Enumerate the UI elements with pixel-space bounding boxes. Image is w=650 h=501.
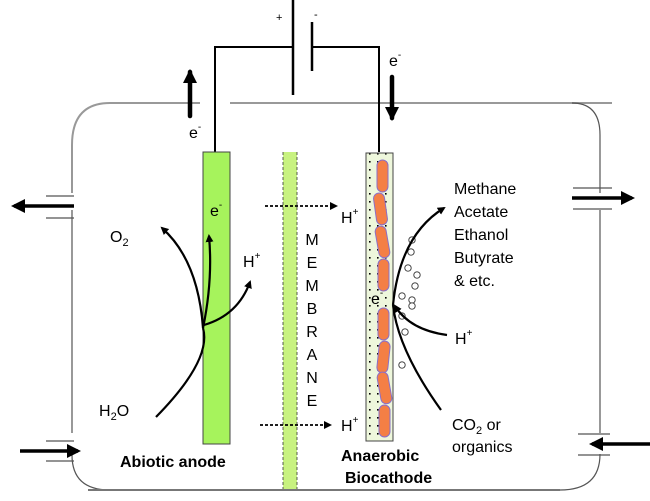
cathode-label-line1: Anaerobic (341, 448, 419, 465)
abiotic-anode (202, 151, 231, 445)
membrane-label: M E M B R A N E (305, 232, 318, 410)
anode-label: Abiotic anode (120, 454, 226, 471)
microbe-cell (376, 159, 389, 193)
substrate-label: CO2 or (452, 417, 501, 437)
electron-label-cathode-wire: e- (389, 50, 401, 70)
cathode-proton-arrow (393, 304, 448, 337)
proton-label-bottom: H+ (341, 415, 359, 435)
svg-text:E: E (307, 393, 318, 410)
product-list: Methane Acetate Ethanol Butyrate & etc. (454, 181, 516, 290)
inlet-port-right (578, 433, 650, 456)
svg-text:E: E (307, 255, 318, 272)
svg-text:M: M (305, 232, 318, 249)
battery-plus-sign: + (276, 12, 282, 24)
cathode-electron-label: e- (371, 288, 383, 308)
anode-proton-arrow (203, 280, 252, 327)
oxygen-arrow (160, 226, 205, 329)
electron-label-anode-wire: e- (189, 122, 201, 142)
svg-text:R: R (306, 324, 318, 341)
microbe-cell (373, 192, 388, 226)
product-ethanol: Ethanol (454, 227, 508, 244)
proton-label-top: H+ (341, 207, 359, 227)
product-methane: Methane (454, 181, 516, 198)
product-acetate: Acetate (454, 204, 508, 221)
svg-text:M: M (305, 278, 318, 295)
microbe-cell (377, 307, 390, 341)
anode-electron-arrow (201, 234, 214, 329)
microbe-cell (377, 258, 390, 292)
external-circuit: + - (214, 0, 380, 152)
biofilm-cells (373, 159, 393, 438)
cathode-proton-label: H+ (455, 328, 473, 348)
outlet-port-left (11, 195, 74, 219)
product-bubbles (398, 236, 421, 369)
product-arrow (391, 206, 446, 306)
outlet-port-right (572, 187, 635, 210)
svg-text:B: B (307, 301, 318, 318)
water-label: H2O (99, 403, 129, 423)
substrate-label-line2: organics (452, 439, 512, 456)
cathode-reaction (391, 206, 448, 411)
svg-text:A: A (307, 347, 318, 364)
product-butyrate: Butyrate (454, 250, 514, 267)
microbe-cell (376, 371, 393, 405)
product-etc: & etc. (454, 273, 495, 290)
svg-text:N: N (306, 370, 318, 387)
anode-electron-label: e- (210, 200, 222, 220)
battery-minus-sign: - (314, 9, 318, 21)
reactor-vessel (71, 102, 612, 491)
microbe-cell (378, 404, 391, 438)
anode-reaction (155, 226, 252, 418)
anode-proton-label: H+ (243, 251, 261, 271)
membrane (282, 152, 298, 489)
cathode-label-line2: Biocathode (345, 470, 432, 487)
inlet-port-left (20, 440, 81, 462)
oxygen-label: O2 (110, 229, 129, 249)
microbe-cell (374, 225, 391, 259)
